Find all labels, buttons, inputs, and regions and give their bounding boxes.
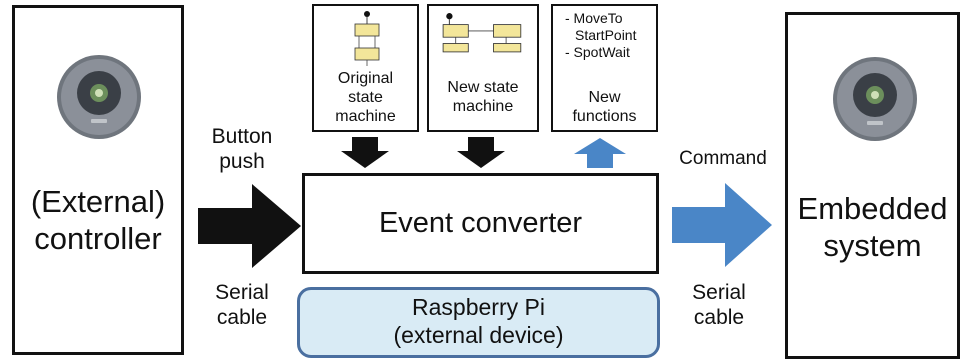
down-arrow [457,137,505,168]
raspberry-pi-label: Raspberry Pi (external device) [393,294,564,349]
new-functions-box: - MoveTo StartPoint - SpotWait New funct… [551,4,658,132]
event-converter-box: Event converter [302,173,659,274]
up-arrow [574,138,626,168]
function-item: - MoveTo [565,10,623,26]
output-arrow [672,183,772,267]
robot-vacuum-icon [57,55,141,139]
raspberry-pi-box: Raspberry Pi (external device) [297,287,660,358]
original-state-machine-label: Original state machine [335,70,396,125]
state-machine-thumbnail [354,11,380,66]
new-state-machine-label: New state machine [447,79,519,115]
external-controller-box: (External) controller [12,5,184,355]
new-functions-label: New functions [572,89,637,125]
button-push-label: Button push [211,125,273,174]
down-arrow [341,137,389,168]
serial-cable-label-left: Serial cable [215,281,269,330]
command-label: Command [679,148,767,169]
function-item: - SpotWait [565,43,630,60]
robot-vacuum-icon [833,57,917,141]
function-list: - MoveTo StartPoint - SpotWait [565,10,636,60]
state-machine-thumbnail [442,13,522,53]
embedded-system-label: Embedded system [797,191,948,263]
original-state-machine-box: Original state machine [312,4,419,132]
event-converter-label: Event converter [378,207,583,239]
serial-cable-label-right: Serial cable [692,281,746,330]
embedded-system-box: Embedded system [785,12,960,359]
new-state-machine-box: New state machine [427,4,539,132]
input-arrow [198,184,301,268]
external-controller-label: (External) controller [30,184,166,256]
function-item-continued: StartPoint [575,26,637,43]
